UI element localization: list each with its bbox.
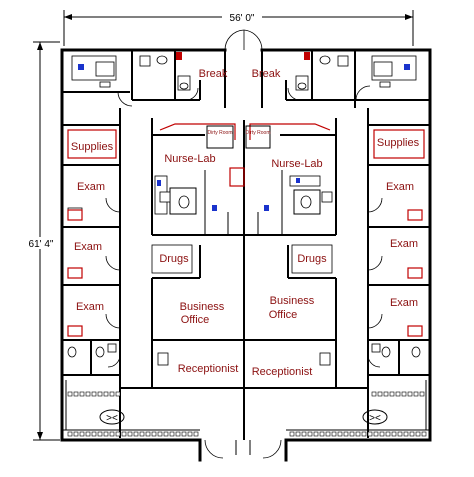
receptionist-left-label: Receptionist (178, 363, 239, 375)
waiting-chair (343, 431, 349, 437)
waiting-chair (85, 391, 91, 397)
business-office-right-label-line2: Office (269, 309, 298, 321)
waiting-chair (319, 431, 325, 437)
nurse-lab-left-label: Nurse-Lab (164, 153, 215, 165)
height-dimension: 61' 4" (23, 41, 60, 441)
waiting-chair (109, 391, 115, 397)
exam-room-right-1-label: Exam (386, 181, 414, 193)
waiting-chairs (67, 391, 427, 437)
waiting-chair (295, 431, 301, 437)
waiting-chair (289, 431, 295, 437)
exam-room-right-2-label: Exam (390, 238, 418, 250)
waiting-chair (307, 431, 313, 437)
waiting-chair (403, 431, 409, 437)
waiting-chair (73, 431, 79, 437)
waiting-chair (73, 391, 79, 397)
waiting-chair (97, 391, 103, 397)
bottom-entrance-doors (204, 439, 282, 459)
waiting-chair (361, 431, 367, 437)
waiting-chair (349, 431, 355, 437)
break-room-right-label: Break (252, 68, 281, 80)
waiting-chair (325, 431, 331, 437)
waiting-chair (103, 391, 109, 397)
supplies-room-left-label: Supplies (71, 141, 114, 153)
break-room-left-label: Break (199, 68, 228, 80)
exterior-walls (60, 48, 432, 462)
waiting-chair (391, 431, 397, 437)
waiting-chair (67, 391, 73, 397)
exam-room-right-3-label: Exam (390, 297, 418, 309)
waiting-chair (97, 431, 103, 437)
waiting-chair (115, 391, 121, 397)
business-office-left-label-line2: Office (181, 314, 210, 326)
waiting-chair (401, 391, 407, 397)
waiting-chair (389, 391, 395, 397)
right-wing: Break Supplies Exam Exam Exam (244, 50, 430, 438)
drugs-room-left-label: Drugs (159, 253, 189, 265)
svg-text:><: >< (106, 413, 118, 424)
business-office-right-label-line1: Business (270, 295, 315, 307)
waiting-chair (367, 431, 373, 437)
waiting-chair (413, 391, 419, 397)
waiting-chair (175, 431, 181, 437)
dirty-room-left-label: Dirty Room (207, 130, 232, 136)
waiting-chair (379, 431, 385, 437)
waiting-chair (373, 431, 379, 437)
exam-room-left-2-label: Exam (74, 241, 102, 253)
waiting-chair (407, 391, 413, 397)
waiting-chair (79, 431, 85, 437)
waiting-chair (187, 431, 193, 437)
waiting-chair (115, 431, 121, 437)
waiting-chair (383, 391, 389, 397)
nurse-lab-right-label: Nurse-Lab (271, 158, 322, 170)
waiting-chair (139, 431, 145, 437)
waiting-chair (133, 431, 139, 437)
waiting-chair (169, 431, 175, 437)
waiting-chair (419, 391, 425, 397)
waiting-chair (377, 391, 383, 397)
waiting-chair (79, 391, 85, 397)
waiting-chair (415, 431, 421, 437)
waiting-chair (421, 431, 427, 437)
waiting-chair (385, 431, 391, 437)
waiting-chair (337, 431, 343, 437)
top-entrance-doors (224, 29, 263, 51)
waiting-chair (85, 431, 91, 437)
waiting-chair (121, 431, 127, 437)
waiting-chair (91, 391, 97, 397)
drugs-room-right-label: Drugs (297, 253, 327, 265)
svg-text:><: >< (369, 413, 381, 424)
business-office-left-label-line1: Business (180, 301, 225, 313)
waiting-chair (67, 431, 73, 437)
waiting-chair (127, 431, 133, 437)
receptionist-right-label: Receptionist (252, 366, 313, 378)
waiting-chair (397, 431, 403, 437)
waiting-chair (313, 431, 319, 437)
waiting-chair (157, 431, 163, 437)
waiting-chair (395, 391, 401, 397)
supplies-room-right-label: Supplies (377, 137, 420, 149)
waiting-chair (163, 431, 169, 437)
waiting-chair (301, 431, 307, 437)
waiting-chair (109, 431, 115, 437)
waiting-chair (151, 431, 157, 437)
waiting-chair (355, 431, 361, 437)
exam-room-left-3-label: Exam (76, 301, 104, 313)
dirty-room-right-label: Dirty Room (245, 130, 270, 136)
exam-room-left-1-label: Exam (77, 181, 105, 193)
waiting-chair (145, 431, 151, 437)
waiting-chair (371, 391, 377, 397)
waiting-chair (331, 431, 337, 437)
width-dimension: 56' 0" (63, 10, 414, 46)
width-label: 56' 0" (230, 13, 255, 24)
height-label: 61' 4" (29, 239, 54, 250)
waiting-chair (181, 431, 187, 437)
waiting-chair (91, 431, 97, 437)
waiting-chair (103, 431, 109, 437)
waiting-chair (193, 431, 199, 437)
left-wing: Break Supplies Exam Exam Exam (62, 50, 245, 438)
waiting-chair (409, 431, 415, 437)
